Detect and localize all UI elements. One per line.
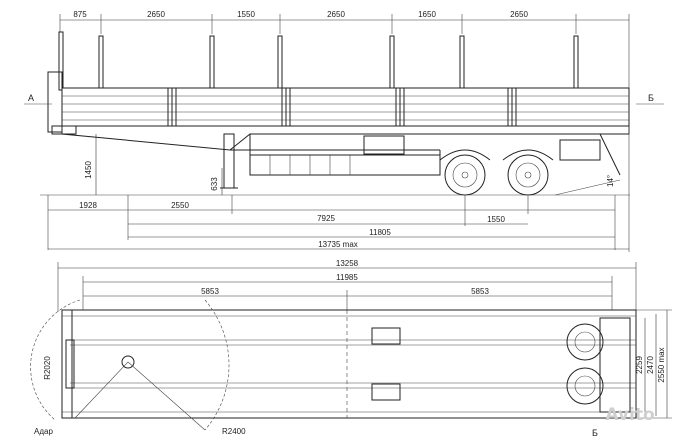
dim-top-3: 1550	[237, 10, 255, 19]
wheel-front	[444, 154, 486, 196]
dim-r2400: R2400	[222, 427, 246, 436]
dim-11985: 11985	[336, 273, 358, 282]
dim-2550: 2550 max	[657, 347, 666, 382]
dim-1450: 1450	[84, 161, 93, 179]
dim-13258: 13258	[336, 259, 359, 268]
watermark: Avito	[605, 405, 654, 425]
dim-2550: 2550	[171, 201, 189, 210]
dim-top-2: 2650	[147, 10, 165, 19]
dim-top-6: 2650	[510, 10, 528, 19]
dim-5853-right: 5853	[471, 287, 489, 296]
axle-front	[566, 323, 604, 361]
section-label-plan: Б	[592, 428, 598, 438]
wheel-rear	[507, 154, 549, 196]
dim-7925: 7925	[317, 214, 335, 223]
plan-view: 13258 11985 5853 5853	[30, 259, 672, 438]
dim-2259: 2259	[635, 356, 644, 374]
platform-outline	[61, 309, 637, 419]
landing-gear	[223, 133, 235, 189]
dim-r2020: R2020	[43, 356, 52, 380]
sideboard	[61, 87, 630, 127]
dim-top-5: 1650	[418, 10, 436, 19]
dim-1928: 1928	[79, 201, 97, 210]
dim-2470: 2470	[646, 356, 655, 374]
side-label: Адар	[34, 427, 53, 436]
dim-1550: 1550	[487, 215, 505, 224]
kingpin	[121, 355, 135, 369]
dim-633: 633	[210, 177, 219, 191]
dim-11805: 11805	[369, 228, 391, 237]
stakes	[58, 31, 579, 91]
dim-5853-left: 5853	[201, 287, 219, 296]
section-label-right: Б	[648, 93, 654, 103]
side-view: 875 2650 1550 2650 1650 2650 А Б	[24, 10, 664, 252]
dim-13735: 13735 max	[318, 240, 358, 249]
dim-angle: 14°	[606, 175, 615, 187]
section-label-left: А	[28, 93, 34, 103]
dim-top-1: 875	[73, 10, 87, 19]
axle-rear	[566, 367, 604, 405]
dim-top-4: 2650	[327, 10, 345, 19]
